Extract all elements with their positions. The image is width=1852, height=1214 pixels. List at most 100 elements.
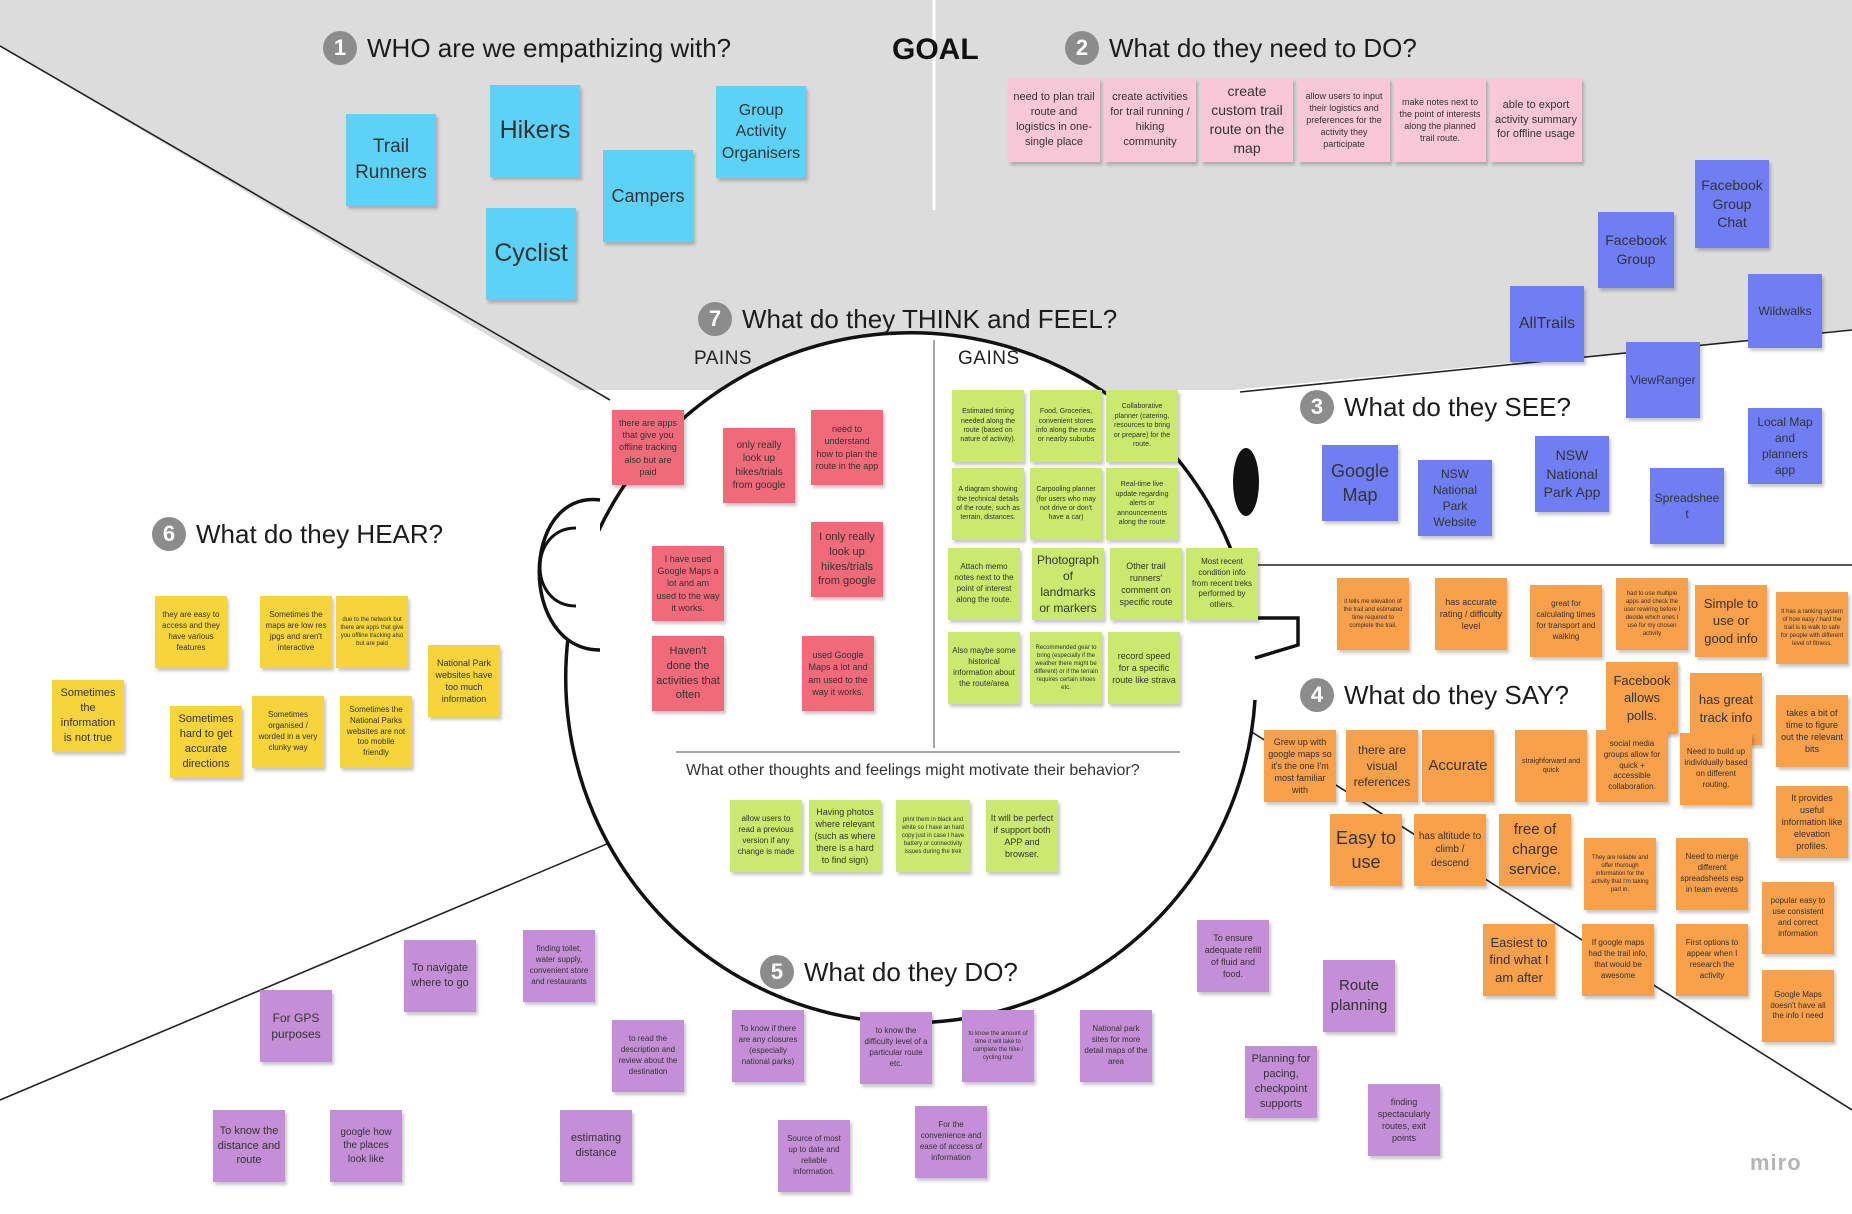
do-sticky-note[interactable]: to know the amount of time it will take …: [962, 1010, 1034, 1082]
do-sticky-note[interactable]: Source of most up to date and reliable i…: [778, 1120, 850, 1192]
say-sticky-note[interactable]: Easy to use: [1330, 814, 1402, 886]
gains-sticky-note[interactable]: Carpooling planner (for users who may no…: [1030, 468, 1102, 540]
who-sticky-note[interactable]: Trail Runners: [346, 114, 436, 206]
do-sticky-note[interactable]: Route planning: [1323, 960, 1395, 1032]
gains-sticky-note[interactable]: Real-time live update regarding alerts o…: [1106, 468, 1178, 540]
say-sticky-note[interactable]: popular easy to use consistent and corre…: [1762, 882, 1834, 954]
section-title-think: 7 What do they THINK and FEEL?: [698, 302, 1117, 336]
section-title-text: WHO are we empathizing with?: [367, 32, 732, 63]
do-sticky-note[interactable]: National park sites for more detail maps…: [1080, 1010, 1152, 1082]
say-sticky-note[interactable]: Grew up with google maps so it's the one…: [1264, 730, 1336, 802]
do-sticky-note[interactable]: finding toilet, water supply, convenient…: [523, 930, 595, 1002]
hear-sticky-note[interactable]: they are easy to access and they have va…: [155, 596, 227, 668]
hear-sticky-note[interactable]: Sometimes organised / worded in a very c…: [252, 696, 324, 768]
say-sticky-note[interactable]: social media groups allow for quick + ac…: [1596, 730, 1668, 802]
do-sticky-note[interactable]: estimating distance: [560, 1110, 632, 1182]
motivate-sticky-note[interactable]: print them in black and white so I have …: [896, 800, 970, 872]
say-sticky-note[interactable]: great for calculating times for transpor…: [1530, 585, 1602, 657]
need-sticky-note[interactable]: create custom trail route on the map: [1201, 78, 1293, 162]
pains-sticky-note[interactable]: used Google Maps a lot and am used to th…: [802, 636, 874, 711]
hear-sticky-note[interactable]: Sometimes the information is not true: [52, 680, 124, 752]
hear-sticky-note[interactable]: Sometimes hard to get accurate direction…: [170, 706, 242, 778]
see-sticky-note[interactable]: Facebook Group Chat: [1695, 160, 1769, 248]
see-sticky-note[interactable]: NSW National Park App: [1535, 436, 1609, 512]
need-sticky-note[interactable]: need to plan trail route and logistics i…: [1008, 78, 1100, 162]
need-sticky-note[interactable]: able to export activity summary for offl…: [1490, 78, 1582, 162]
gains-sticky-note[interactable]: A diagram showing the technical details …: [952, 468, 1024, 540]
do-sticky-note[interactable]: Planning for pacing, checkpoint supports: [1245, 1046, 1317, 1118]
gains-sticky-note[interactable]: Attach memo notes next to the point of i…: [948, 548, 1020, 620]
see-sticky-note[interactable]: ViewRanger: [1626, 342, 1700, 418]
need-sticky-note[interactable]: make notes next to the point of interest…: [1394, 78, 1486, 162]
say-sticky-note[interactable]: Easiest to find what I am after: [1483, 924, 1555, 996]
say-sticky-note[interactable]: it tells me elevation of the trail and e…: [1337, 578, 1409, 650]
gains-sticky-note[interactable]: Other trail runners' comment on specific…: [1110, 548, 1182, 620]
pains-sticky-note[interactable]: need to understand how to plan the route…: [811, 410, 883, 485]
say-sticky-note[interactable]: takes a bit of time to figure out the re…: [1776, 695, 1848, 767]
pains-sticky-note[interactable]: Haven't done the activities that often: [652, 636, 724, 711]
do-sticky-note[interactable]: To ensure adequate refill of fluid and f…: [1197, 920, 1269, 992]
do-sticky-note[interactable]: For GPS purposes: [260, 990, 332, 1062]
say-sticky-note[interactable]: Facebook allows polls.: [1606, 662, 1678, 734]
say-sticky-note[interactable]: free of charge service.: [1499, 814, 1571, 886]
say-sticky-note[interactable]: Need to merge different spreadsheets esp…: [1676, 838, 1748, 910]
who-sticky-note[interactable]: Cyclist: [486, 208, 576, 300]
see-sticky-note[interactable]: Spreadsheet: [1650, 468, 1724, 544]
see-sticky-note[interactable]: Local Map and planners app: [1748, 408, 1822, 484]
say-sticky-note[interactable]: Google Maps doesn't have all the info I …: [1762, 970, 1834, 1042]
gains-sticky-note[interactable]: Most recent condition info from recent t…: [1186, 548, 1258, 620]
gains-sticky-note[interactable]: Collaborative planner (catering, resourc…: [1106, 390, 1178, 462]
motivate-sticky-note[interactable]: allow users to read a previous version i…: [730, 800, 802, 872]
say-sticky-note[interactable]: First options to appear when I research …: [1676, 924, 1748, 996]
pains-sticky-note[interactable]: there are apps that give you offline tra…: [612, 410, 684, 485]
do-sticky-note[interactable]: For the convenience and ease of access o…: [915, 1106, 987, 1178]
gains-sticky-note[interactable]: Also maybe some historical information a…: [948, 632, 1020, 704]
hear-sticky-note[interactable]: National Park websites have too much inf…: [428, 645, 500, 717]
motivate-sticky-note[interactable]: It will be perfect if support both APP a…: [986, 800, 1058, 872]
do-sticky-note[interactable]: google how the places look like: [330, 1110, 402, 1182]
gains-sticky-note[interactable]: Recommended gear to bring (especially if…: [1030, 632, 1102, 704]
do-sticky-note[interactable]: To know the distance and route: [213, 1110, 285, 1182]
hear-sticky-note[interactable]: Sometimes the maps are low res jpgs and …: [260, 596, 332, 668]
gains-label: GAINS: [958, 348, 1020, 369]
do-sticky-note[interactable]: to know the difficulty level of a partic…: [860, 1012, 932, 1084]
say-sticky-note[interactable]: there are visual references: [1346, 730, 1418, 802]
gains-sticky-note[interactable]: Photograph of landmarks or markers: [1032, 548, 1104, 620]
hear-sticky-note[interactable]: Sometimes the National Parks websites ar…: [340, 696, 412, 768]
pains-sticky-note[interactable]: I only really look up hikes/trials from …: [811, 522, 883, 597]
motivate-sticky-note[interactable]: Having photos where relevant (such as wh…: [809, 800, 881, 872]
say-sticky-note[interactable]: has accurate rating / difficulty level: [1435, 578, 1507, 650]
do-sticky-note[interactable]: to read the description and review about…: [612, 1020, 684, 1092]
pains-sticky-note[interactable]: I have used Google Maps a lot and am use…: [652, 546, 724, 621]
see-sticky-note[interactable]: Google Map: [1322, 445, 1398, 521]
eye: [1233, 448, 1259, 516]
say-sticky-note[interactable]: has altitude to climb / descend: [1414, 814, 1486, 886]
say-sticky-note[interactable]: Accurate: [1422, 730, 1494, 802]
pains-sticky-note[interactable]: only really look up hikes/trials from go…: [723, 428, 795, 503]
see-sticky-note[interactable]: NSW National Park Website: [1418, 460, 1492, 536]
say-sticky-note[interactable]: It provides useful information like elev…: [1776, 786, 1848, 858]
say-sticky-note[interactable]: It has a ranking system of how easy / ha…: [1776, 592, 1848, 664]
say-sticky-note[interactable]: had to use multiple apps and check the u…: [1616, 578, 1688, 650]
who-sticky-note[interactable]: Hikers: [490, 85, 580, 177]
see-sticky-note[interactable]: Wildwalks: [1748, 274, 1822, 348]
need-sticky-note[interactable]: create activities for trail running / hi…: [1104, 78, 1196, 162]
gains-sticky-note[interactable]: Estimated timing needed along the route …: [952, 390, 1024, 462]
see-sticky-note[interactable]: Facebook Group: [1598, 212, 1674, 288]
do-sticky-note[interactable]: To know if there are any closures (espec…: [732, 1010, 804, 1082]
do-sticky-note[interactable]: To navigate where to go: [404, 940, 476, 1012]
say-sticky-note[interactable]: If google maps had the trail info, that …: [1582, 924, 1654, 996]
say-sticky-note[interactable]: Simple to use or good info: [1695, 585, 1767, 657]
hear-sticky-note[interactable]: due to the network but there are apps th…: [336, 596, 408, 668]
who-sticky-note[interactable]: Group Activity Organisers: [716, 86, 806, 178]
gains-sticky-note[interactable]: Food, Groceries, convenient stores info …: [1030, 390, 1102, 462]
do-sticky-note[interactable]: finding spectacularly routes, exit point…: [1368, 1084, 1440, 1156]
gains-sticky-note[interactable]: record speed for a specific route like s…: [1108, 632, 1180, 704]
see-sticky-note[interactable]: AllTrails: [1510, 286, 1584, 362]
say-sticky-note[interactable]: straighforward and quick: [1515, 730, 1587, 802]
section-title-need: 2 What do they need to DO?: [1065, 31, 1417, 65]
need-sticky-note[interactable]: allow users to input their logistics and…: [1298, 78, 1390, 162]
who-sticky-note[interactable]: Campers: [603, 150, 693, 242]
say-sticky-note[interactable]: Need to build up individually based on d…: [1680, 733, 1752, 805]
say-sticky-note[interactable]: They are reliable and offer thorough inf…: [1584, 838, 1656, 910]
